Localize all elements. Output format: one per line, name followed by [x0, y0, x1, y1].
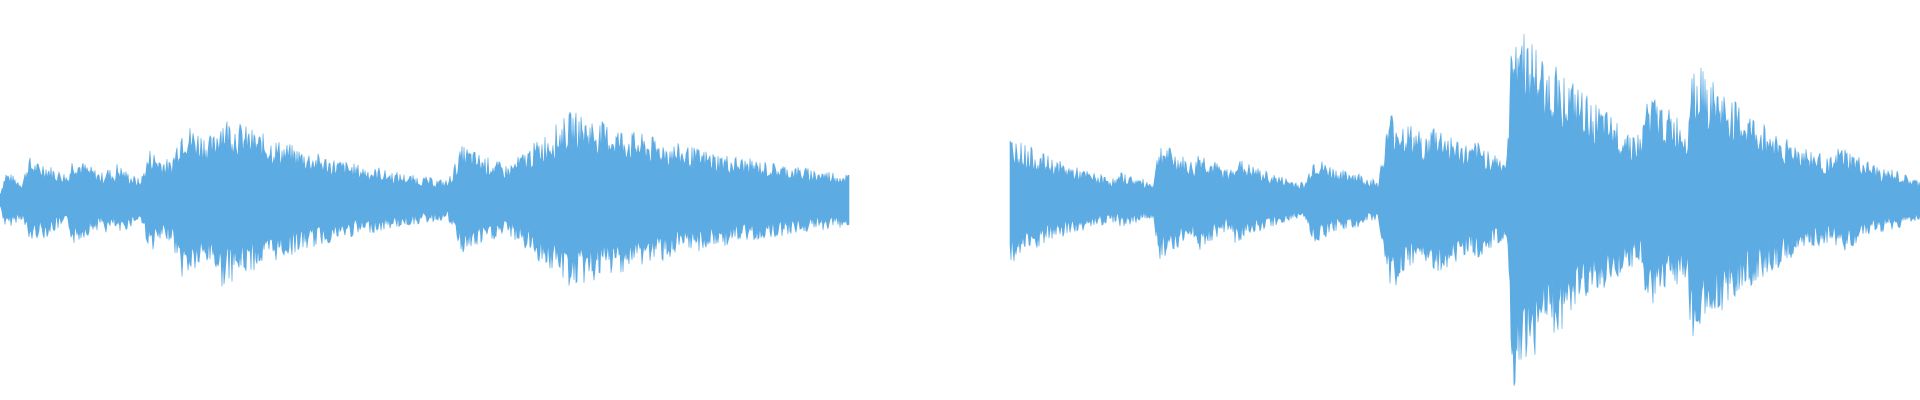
- waveform-clips: [0, 33, 1920, 386]
- clip-1-envelope: [0, 111, 850, 287]
- clip-2-envelope: [1009, 33, 1920, 386]
